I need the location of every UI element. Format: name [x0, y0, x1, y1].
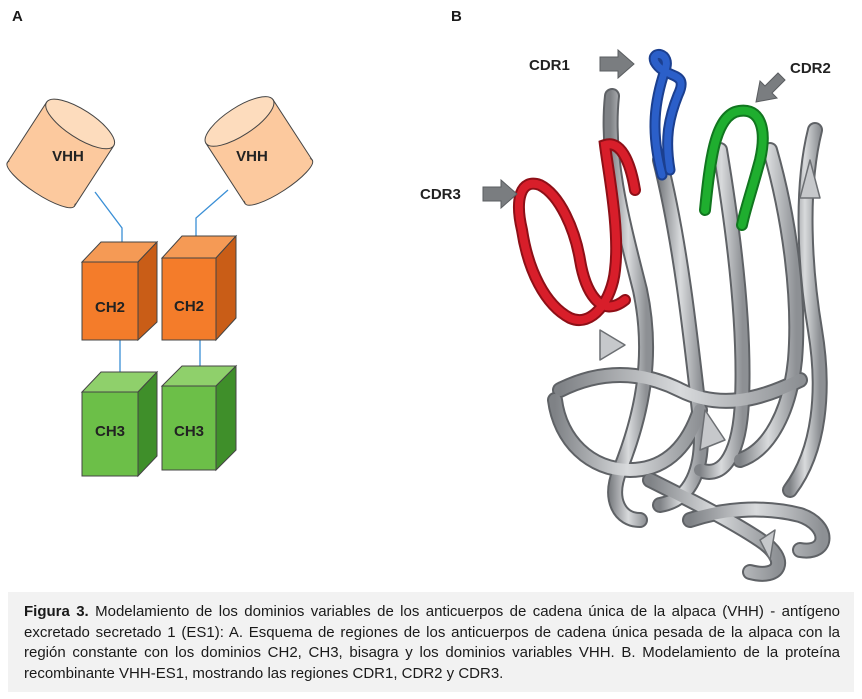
cdr2-pointer-arrow — [755, 72, 786, 103]
cdr2-label: CDR2 — [790, 60, 831, 77]
panel-label-b: B — [451, 8, 462, 25]
ch2-left-label: CH2 — [95, 299, 125, 316]
ch2-right-box — [160, 234, 238, 342]
cdr3-loop — [513, 138, 641, 326]
vhh-left-domain — [6, 98, 116, 209]
cdr1-label: CDR1 — [529, 57, 570, 74]
ch2-left-box — [80, 240, 159, 342]
ch3-left-label: CH3 — [95, 423, 125, 440]
vhh-right-domain — [204, 96, 314, 206]
figure-caption: Figura 3. Modelamiento de los dominios v… — [8, 592, 854, 692]
cdr3-pointer-arrow — [482, 178, 518, 210]
cdr1-pointer-arrow — [599, 48, 635, 80]
vhh-left-label: VHH — [52, 148, 84, 165]
figure-canvas: VHH VHH CH2 CH2 CH3 — [6, 48, 831, 582]
ch3-left-box — [80, 370, 159, 478]
caption-text: Modelamiento de los dominios variables d… — [24, 603, 840, 682]
cdr3-label: CDR3 — [420, 186, 461, 203]
ch3-right-label: CH3 — [174, 423, 204, 440]
cdr1-loop — [648, 49, 687, 181]
panel-label-a: A — [12, 8, 23, 25]
ch2-right-label: CH2 — [174, 298, 204, 315]
protein-ribbon-structure: CDR1 CDR2 CDR3 — [420, 48, 831, 582]
vhh-right-label: VHH — [236, 148, 268, 165]
caption-figure-label: Figura 3. — [24, 603, 89, 620]
antibody-schematic: VHH VHH CH2 CH2 CH3 — [6, 96, 314, 478]
ch3-right-box — [160, 364, 238, 472]
cdr2-loop — [699, 104, 769, 231]
